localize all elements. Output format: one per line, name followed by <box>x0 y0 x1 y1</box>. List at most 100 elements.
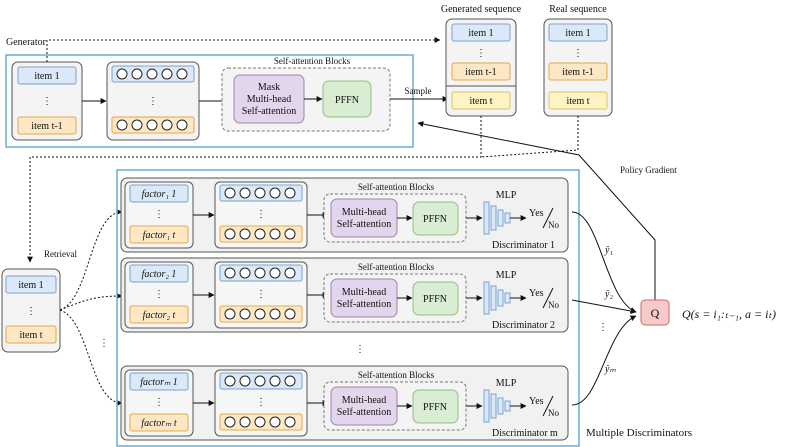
generated-item-last <box>451 91 511 110</box>
embedding-dot <box>254 187 266 199</box>
svg-text:item 1: item 1 <box>18 280 43 291</box>
ellipsis: ⋮ <box>598 322 608 333</box>
embedding-dot <box>146 119 158 131</box>
dotted-line <box>480 116 579 158</box>
no-label: No <box>548 408 559 418</box>
ellipsis: ⋮ <box>99 338 109 349</box>
discriminator-1: factor₁ 1⋮factor₁ t⋮Self-attention Block… <box>120 177 569 253</box>
output-y1: ŷ₁ <box>604 245 613 256</box>
embedding-dot <box>224 375 236 387</box>
svg-text:factorₘ t: factorₘ t <box>141 418 177 429</box>
svg-text:Mask: Mask <box>258 82 280 93</box>
svg-text:factor₁ 1: factor₁ 1 <box>142 189 177 200</box>
mlp-layer <box>483 389 490 423</box>
retrieval-item-first <box>5 275 57 294</box>
svg-text:PFFN: PFFN <box>335 95 359 106</box>
multihead-box <box>330 278 398 318</box>
arrow <box>571 211 637 313</box>
generated-item-first <box>451 23 511 42</box>
ellipsis: ⋮ <box>256 397 266 408</box>
generator-item-last <box>17 116 77 135</box>
embedding-dot <box>224 228 236 240</box>
discriminator-2: factor₂ 1⋮factor₂ t⋮Self-attention Block… <box>120 257 569 333</box>
embedding-dot <box>254 267 266 279</box>
embedding-dot <box>254 228 266 240</box>
svg-text:factorₘ 1: factorₘ 1 <box>140 377 178 388</box>
embedding-dot <box>269 228 281 240</box>
retrieval-label: Retrieval <box>44 249 77 259</box>
ellipsis: ⋮ <box>573 48 583 59</box>
embedding-dot <box>254 375 266 387</box>
arrow <box>571 299 637 314</box>
embedding-dot <box>224 187 236 199</box>
svg-text:item 1: item 1 <box>34 71 59 82</box>
svg-text:Self-attention: Self-attention <box>337 219 391 230</box>
mlp-layer <box>504 212 511 224</box>
embedding-dot <box>269 416 281 428</box>
svg-text:Self-attention: Self-attention <box>337 407 391 418</box>
embedding-dot <box>284 228 296 240</box>
svg-text:PFFN: PFFN <box>423 402 447 413</box>
svg-text:factor₂ 1: factor₂ 1 <box>142 269 177 280</box>
embedding-dot <box>176 119 188 131</box>
embedding-dot <box>284 267 296 279</box>
yes-label: Yes <box>529 288 544 299</box>
dotted-arrow <box>59 309 123 406</box>
policy-gradient-label: Policy Gradient <box>620 165 677 175</box>
svg-text:item 1: item 1 <box>565 28 590 39</box>
ellipsis: ⋮ <box>42 96 52 107</box>
ellipsis: ⋮ <box>154 209 164 220</box>
sample-label: Sample <box>405 86 432 96</box>
yes-label: Yes <box>529 396 544 407</box>
q-node <box>640 299 670 326</box>
svg-text:Multi-head: Multi-head <box>342 207 386 218</box>
embedding-dot <box>239 416 251 428</box>
mlp-layer <box>483 201 490 235</box>
ellipsis: ⋮ <box>154 397 164 408</box>
generator-title: Generator <box>6 37 47 48</box>
generator-pffn-box <box>322 80 372 118</box>
svg-text:item t-1: item t-1 <box>31 121 62 132</box>
multiple-discriminators-frame <box>116 169 580 447</box>
mlp-layer <box>504 292 511 304</box>
embedding-dot <box>239 267 251 279</box>
real-item-mid <box>548 62 608 81</box>
policy-gradient-arrow <box>417 121 656 305</box>
slash <box>542 207 554 229</box>
embedding-dot <box>116 119 128 131</box>
embedding-dot <box>269 375 281 387</box>
svg-text:item t: item t <box>19 330 42 341</box>
embedding-dot <box>131 68 143 80</box>
svg-text:item 1: item 1 <box>468 28 493 39</box>
mlp-layer <box>490 393 497 419</box>
real-sequence-title: Real sequence <box>549 4 607 15</box>
real-item-first <box>548 23 608 42</box>
ellipsis: ⋮ <box>148 96 158 107</box>
embedding-dot <box>161 68 173 80</box>
output-y2: ŷ₂ <box>604 289 613 300</box>
mlp-layer <box>504 400 511 412</box>
generator-sa-title: Self-attention Blocks <box>274 56 351 66</box>
embedding-dot <box>269 187 281 199</box>
generator-item-first <box>17 66 77 85</box>
embedding-dot <box>239 228 251 240</box>
mlp-layer <box>497 289 504 307</box>
dotted-arrow <box>59 209 123 311</box>
discriminator-layer: factor₁ 1⋮factor₁ t⋮Self-attention Block… <box>120 177 569 441</box>
mlp-layer <box>497 209 504 227</box>
ellipsis: ⋮ <box>256 289 266 300</box>
slash <box>542 287 554 309</box>
svg-text:item t-1: item t-1 <box>562 67 593 78</box>
q-formula: Q(s = i₁:ₜ₋₁, a = iₜ) <box>682 307 776 321</box>
multihead-box <box>330 386 398 426</box>
embedding-dot <box>224 267 236 279</box>
pffn-box <box>412 389 459 424</box>
factor-last <box>129 413 189 432</box>
svg-text:item t-1: item t-1 <box>465 67 496 78</box>
factor-first <box>129 264 189 283</box>
svg-text:Self-attention: Self-attention <box>337 299 391 310</box>
mlp-layer <box>490 205 497 231</box>
svg-text:item t: item t <box>469 96 492 107</box>
